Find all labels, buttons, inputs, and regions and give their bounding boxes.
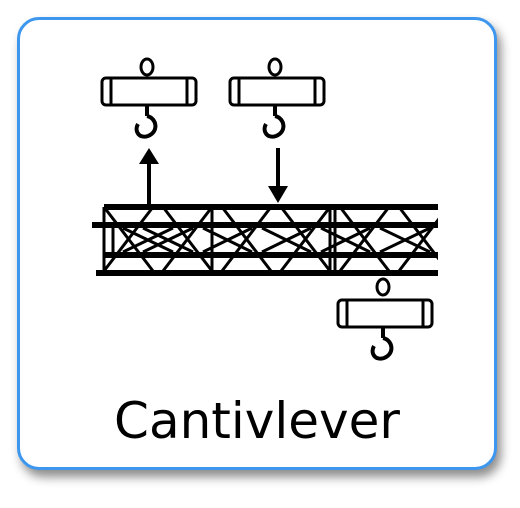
hoist-middle-icon [228, 57, 326, 139]
hoist-right-icon [336, 277, 434, 361]
truss-icon [92, 204, 438, 276]
arrow-down-icon [268, 148, 288, 203]
tile-label: Cantivlever [114, 392, 400, 450]
hoist-left-icon [100, 57, 198, 139]
arrow-up-icon [139, 148, 159, 205]
